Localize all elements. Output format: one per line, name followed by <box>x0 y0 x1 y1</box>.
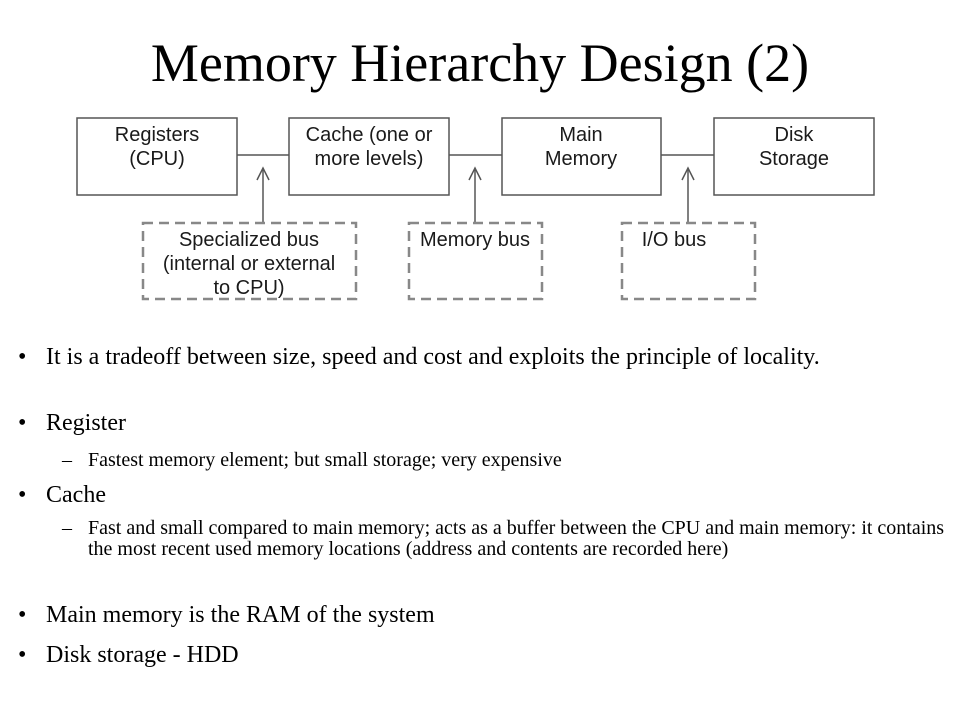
box-disk-storage: Disk Storage <box>713 117 875 196</box>
bus-io: I/O bus <box>620 221 757 301</box>
sub-bullet-symbol: – <box>62 449 72 471</box>
bullet-symbol: • <box>18 642 27 668</box>
bus-specialized-line2: (internal or external <box>163 253 335 275</box>
bullet-text: Register <box>46 410 126 436</box>
sub-bullet-register: – Fastest memory element; but small stor… <box>62 450 954 471</box>
arrow-specialized-bus <box>256 166 270 222</box>
bullet-symbol: • <box>18 482 27 508</box>
bus-specialized-line3: to CPU) <box>213 277 284 299</box>
bullet-register: • Register <box>18 410 948 436</box>
bus-specialized: Specialized bus (internal or external to… <box>141 221 358 301</box>
box-main-memory-line2: Memory <box>545 148 617 170</box>
memory-hierarchy-diagram: Registers (CPU) Cache (one or more level… <box>76 117 875 301</box>
sub-bullet-symbol: – <box>62 517 72 539</box>
bullet-text: It is a tradeoff between size, speed and… <box>46 344 820 370</box>
box-registers-line2: (CPU) <box>129 148 185 170</box>
bullet-main-memory: • Main memory is the RAM of the system <box>18 602 948 628</box>
bullet-disk-storage: • Disk storage - HDD <box>18 642 948 668</box>
box-registers: Registers (CPU) <box>76 117 238 196</box>
bullet-cache: • Cache <box>18 482 948 508</box>
slide-title: Memory Hierarchy Design (2) <box>150 33 810 93</box>
sub-bullet-text: Fast and small compared to main memory; … <box>88 517 945 560</box>
box-main-memory-line1: Main <box>559 124 602 146</box>
bus-memory: Memory bus <box>407 221 544 301</box>
bus-specialized-line1: Specialized bus <box>179 229 319 251</box>
bus-memory-line1: Memory bus <box>420 229 530 251</box>
box-disk-storage-line2: Storage <box>759 148 829 170</box>
arrow-memory-bus <box>468 166 482 222</box>
bullet-text: Disk storage - HDD <box>46 642 239 668</box>
bullet-symbol: • <box>18 344 27 370</box>
box-cache-line1: Cache (one or <box>306 124 433 146</box>
bullet-text: Main memory is the RAM of the system <box>46 602 435 628</box>
bullet-tradeoff: • It is a tradeoff between size, speed a… <box>18 344 948 370</box>
sub-bullet-cache: – Fast and small compared to main memory… <box>62 518 954 560</box>
box-registers-line1: Registers <box>115 124 199 146</box>
box-cache: Cache (one or more levels) <box>288 117 450 196</box>
bullet-text: Cache <box>46 482 106 508</box>
bullet-symbol: • <box>18 410 27 436</box>
box-cache-line2: more levels) <box>315 148 424 170</box>
box-disk-storage-line1: Disk <box>775 124 815 146</box>
bus-io-line1: I/O bus <box>642 229 706 251</box>
sub-bullet-text: Fastest memory element; but small storag… <box>88 449 562 471</box>
arrow-io-bus <box>681 166 695 222</box>
box-main-memory: Main Memory <box>501 117 662 196</box>
bullet-symbol: • <box>18 602 27 628</box>
